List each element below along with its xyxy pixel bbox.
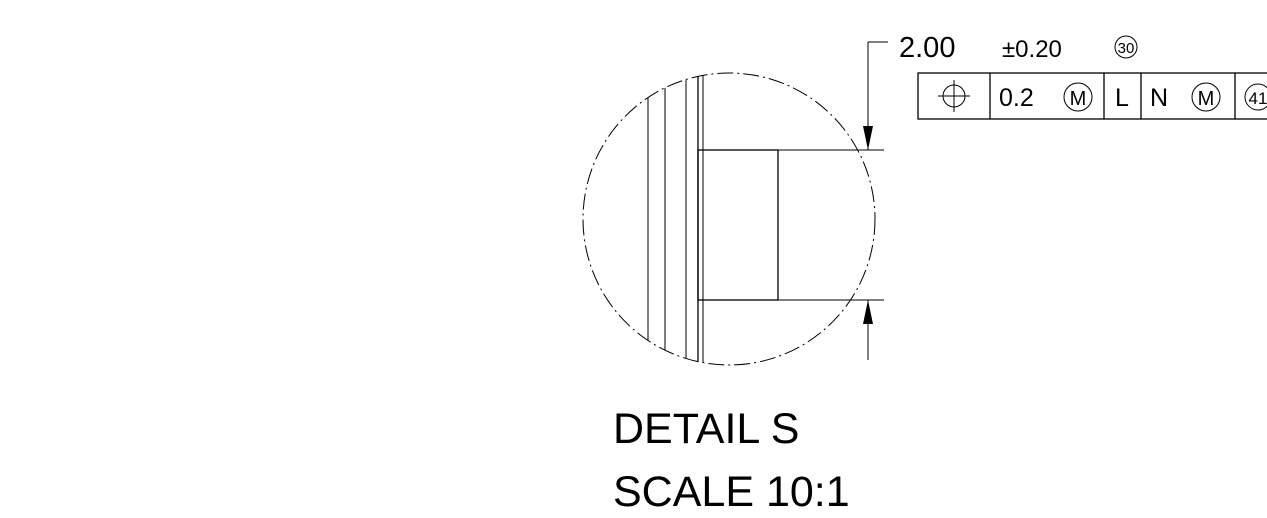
dimension-value: 2.00 (899, 32, 955, 64)
fcf-balloon: 41 (1244, 83, 1267, 111)
fcf-datum-primary: L (1115, 84, 1129, 112)
mmc-modifier-icon: M (1063, 82, 1093, 112)
detail-boundary-circle (582, 72, 876, 366)
dimension-balloon-number: 30 (1118, 40, 1135, 57)
feature-control-frame: 0.2 M L N M 41 (917, 72, 1267, 120)
position-icon (938, 80, 970, 112)
dimension-tolerance: ±0.20 (1002, 36, 1062, 63)
dimension-balloon: 30 (1114, 35, 1138, 59)
feature-tab (697, 149, 779, 301)
dimension-arrow-up (863, 300, 873, 324)
part-geometry (647, 73, 779, 365)
datum-mmc-modifier-icon: M (1191, 82, 1221, 112)
detail-title: DETAIL S (613, 405, 799, 453)
mmc-modifier-letter: M (1070, 88, 1087, 110)
dimension-arrow-down (863, 126, 873, 150)
datum-mmc-modifier-letter: M (1198, 88, 1215, 110)
fcf-tolerance: 0.2 (999, 84, 1034, 112)
fcf-datum-secondary: N (1150, 84, 1168, 112)
detail-scale: SCALE 10:1 (613, 468, 850, 516)
fcf-balloon-number: 41 (1249, 89, 1267, 108)
